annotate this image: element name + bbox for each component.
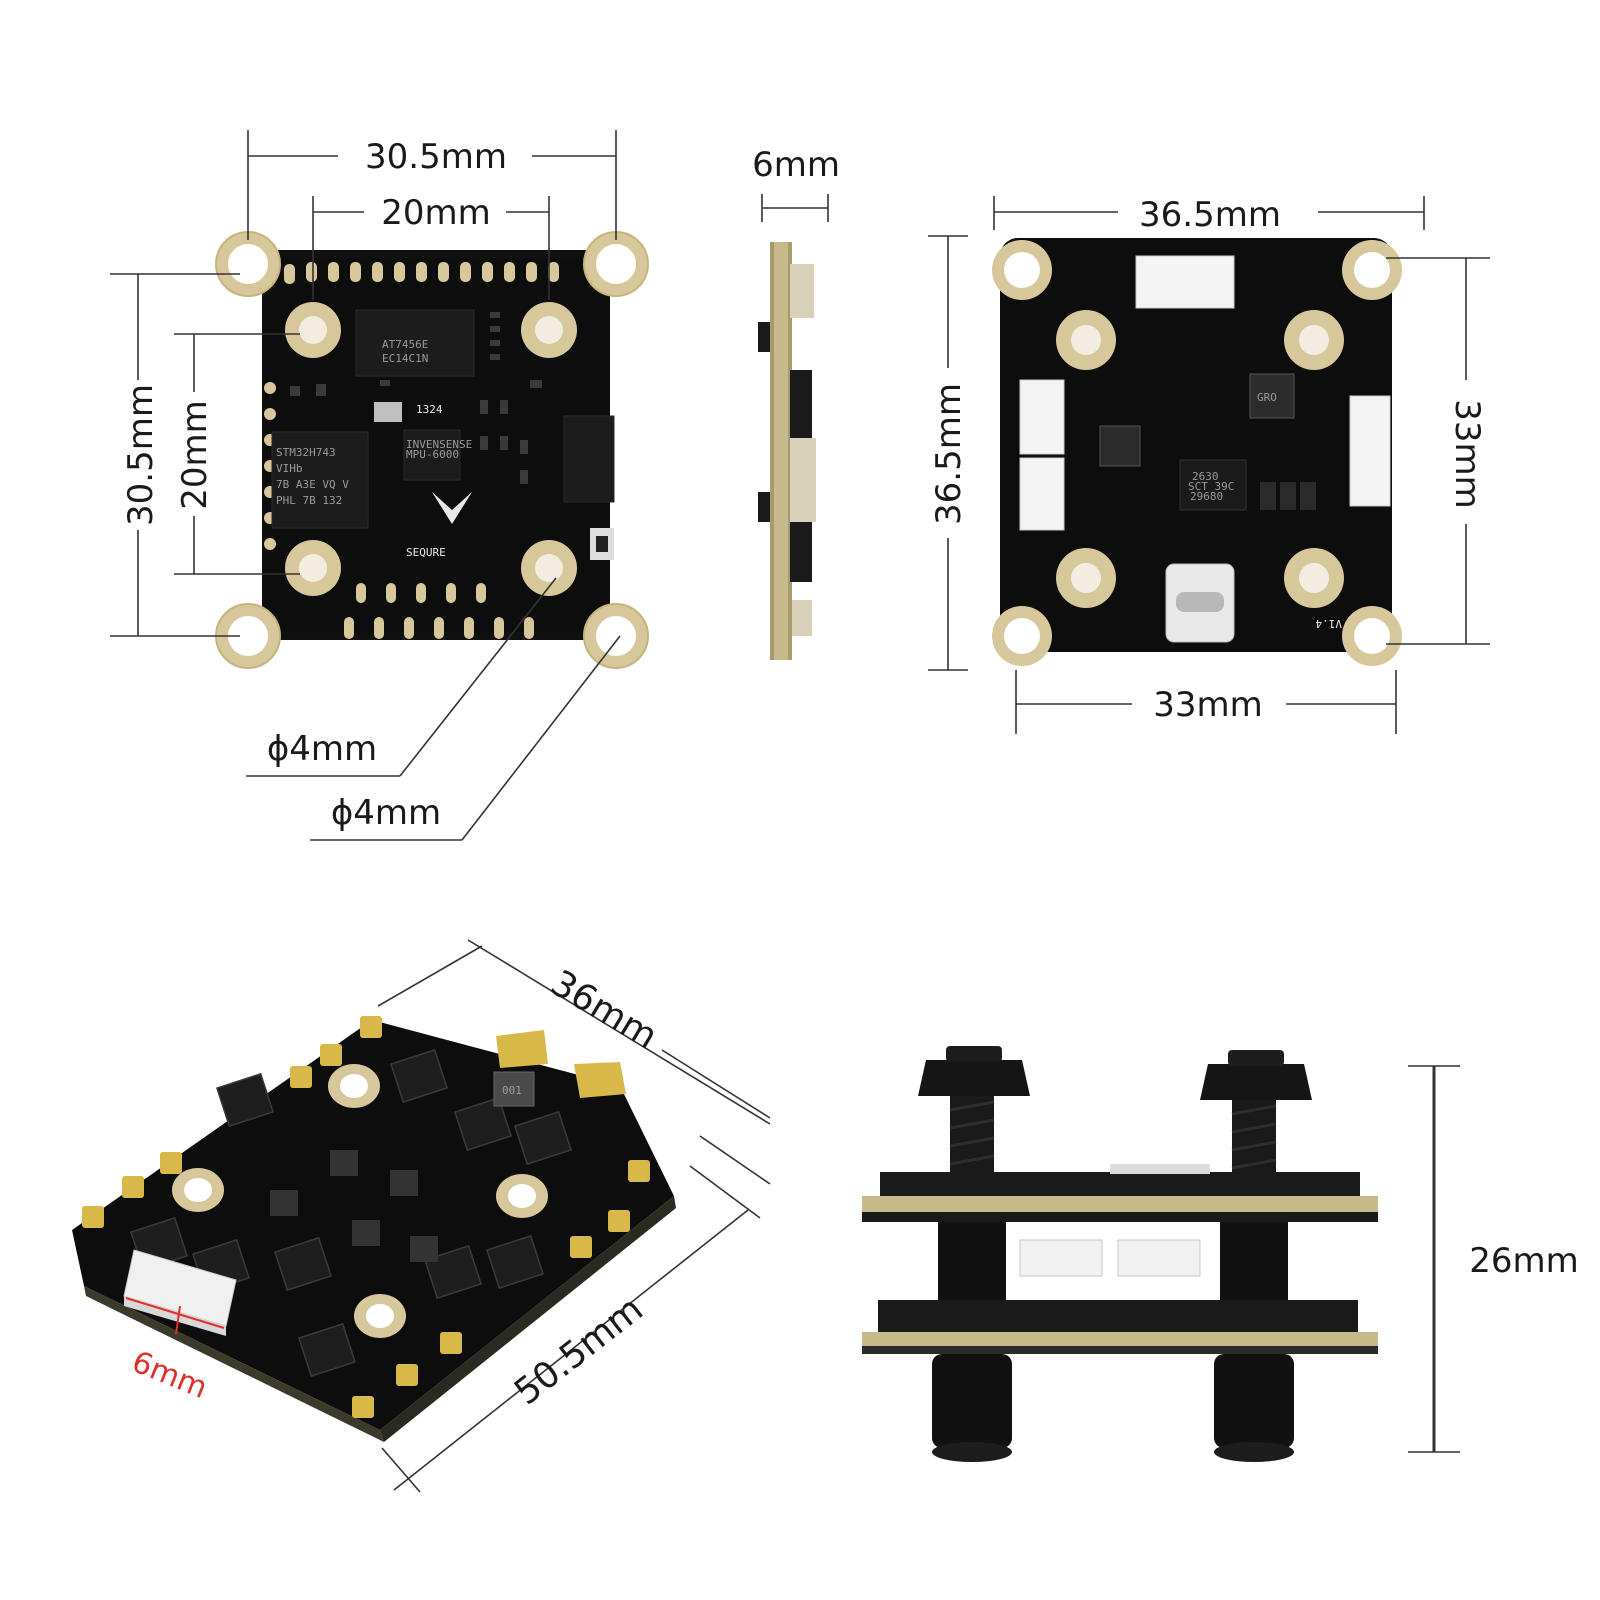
fc-thickness-label: 6mm	[752, 145, 840, 185]
jst-connector-left-1	[1019, 379, 1065, 455]
mcu-label-3: 7B A3E VQ V	[276, 478, 349, 491]
fc-brand: SEQURE	[406, 546, 446, 559]
stack-height-label: 26mm	[1469, 1241, 1579, 1281]
osd-chip-label-2: EC14C1N	[382, 352, 428, 365]
stack-connector-2	[1117, 1239, 1201, 1277]
fc-hole-label-2: ϕ4mm	[331, 793, 441, 833]
stack-connector-1	[1019, 1239, 1103, 1277]
jst-connector-left-2	[1019, 457, 1065, 531]
mcu-label-2: VIHb	[276, 462, 303, 475]
fc-board-top-view: AT7456E EC14C1N STM32H743 VIHb 7B A3E VQ…	[215, 231, 649, 669]
gyro-label-2: MPU-6000	[406, 448, 459, 461]
osd-chip-label-1: AT7456E	[382, 338, 428, 351]
bottom-board-dimension-lines	[928, 196, 1490, 734]
fc-inner-height-label: 20mm	[175, 400, 215, 510]
fc-inner-width-label: 20mm	[381, 193, 491, 233]
esc-inductor	[493, 1071, 535, 1107]
gyro-label-1: INVENSENSE	[406, 438, 472, 451]
mcu-label-1: STM32H743	[276, 446, 336, 459]
chip-label-1: 2630	[1192, 470, 1219, 483]
chip-label-2: SCT 39C	[1188, 480, 1234, 493]
esc-dimension-lines	[377, 939, 771, 1493]
gyro-chip	[403, 429, 461, 481]
inductor	[1249, 373, 1295, 419]
regulator-chip	[1179, 459, 1247, 511]
osd-chip	[355, 309, 475, 377]
fc-dimension-lines	[110, 130, 621, 841]
jst-connector-right	[1349, 395, 1391, 507]
flash-chip	[563, 415, 615, 503]
inductor-label: GRO	[1257, 391, 1277, 404]
mcu-label-4: PHL 7B 132	[276, 494, 342, 507]
esc-board-perspective: 001	[72, 1016, 676, 1442]
bottom-hole-h-label: 33mm	[1153, 685, 1263, 725]
esc-connector-label: 6mm	[127, 1344, 212, 1406]
crystal-label: 1324	[416, 403, 443, 416]
fc-outer-height-label: 30.5mm	[121, 384, 161, 526]
fc-outer-width-label: 30.5mm	[365, 137, 507, 177]
fc-side-view	[758, 242, 816, 660]
bottom-board-view: GRO 2630 SCT 39C 29680 V1.4	[992, 238, 1402, 666]
stack-side-view	[862, 1046, 1378, 1462]
bottom-width-label: 36.5mm	[1139, 195, 1281, 235]
sequre-logo-icon	[432, 492, 472, 524]
fc-hole-label-1: ϕ4mm	[267, 729, 377, 769]
jst-connector-top	[1135, 255, 1235, 309]
bottom-hole-v-label: 33mm	[1447, 399, 1487, 509]
esc-width-label: 36mm	[544, 963, 665, 1058]
stack-dimension-lines	[1408, 1065, 1460, 1453]
mcu-chip	[271, 431, 369, 529]
chip-label-3: 29680	[1190, 490, 1223, 503]
esc-inductor-label: 001	[502, 1084, 522, 1097]
bottom-height-label: 36.5mm	[929, 383, 969, 525]
bottom-board-version: V1.4	[1315, 617, 1342, 630]
crystal	[374, 402, 402, 422]
